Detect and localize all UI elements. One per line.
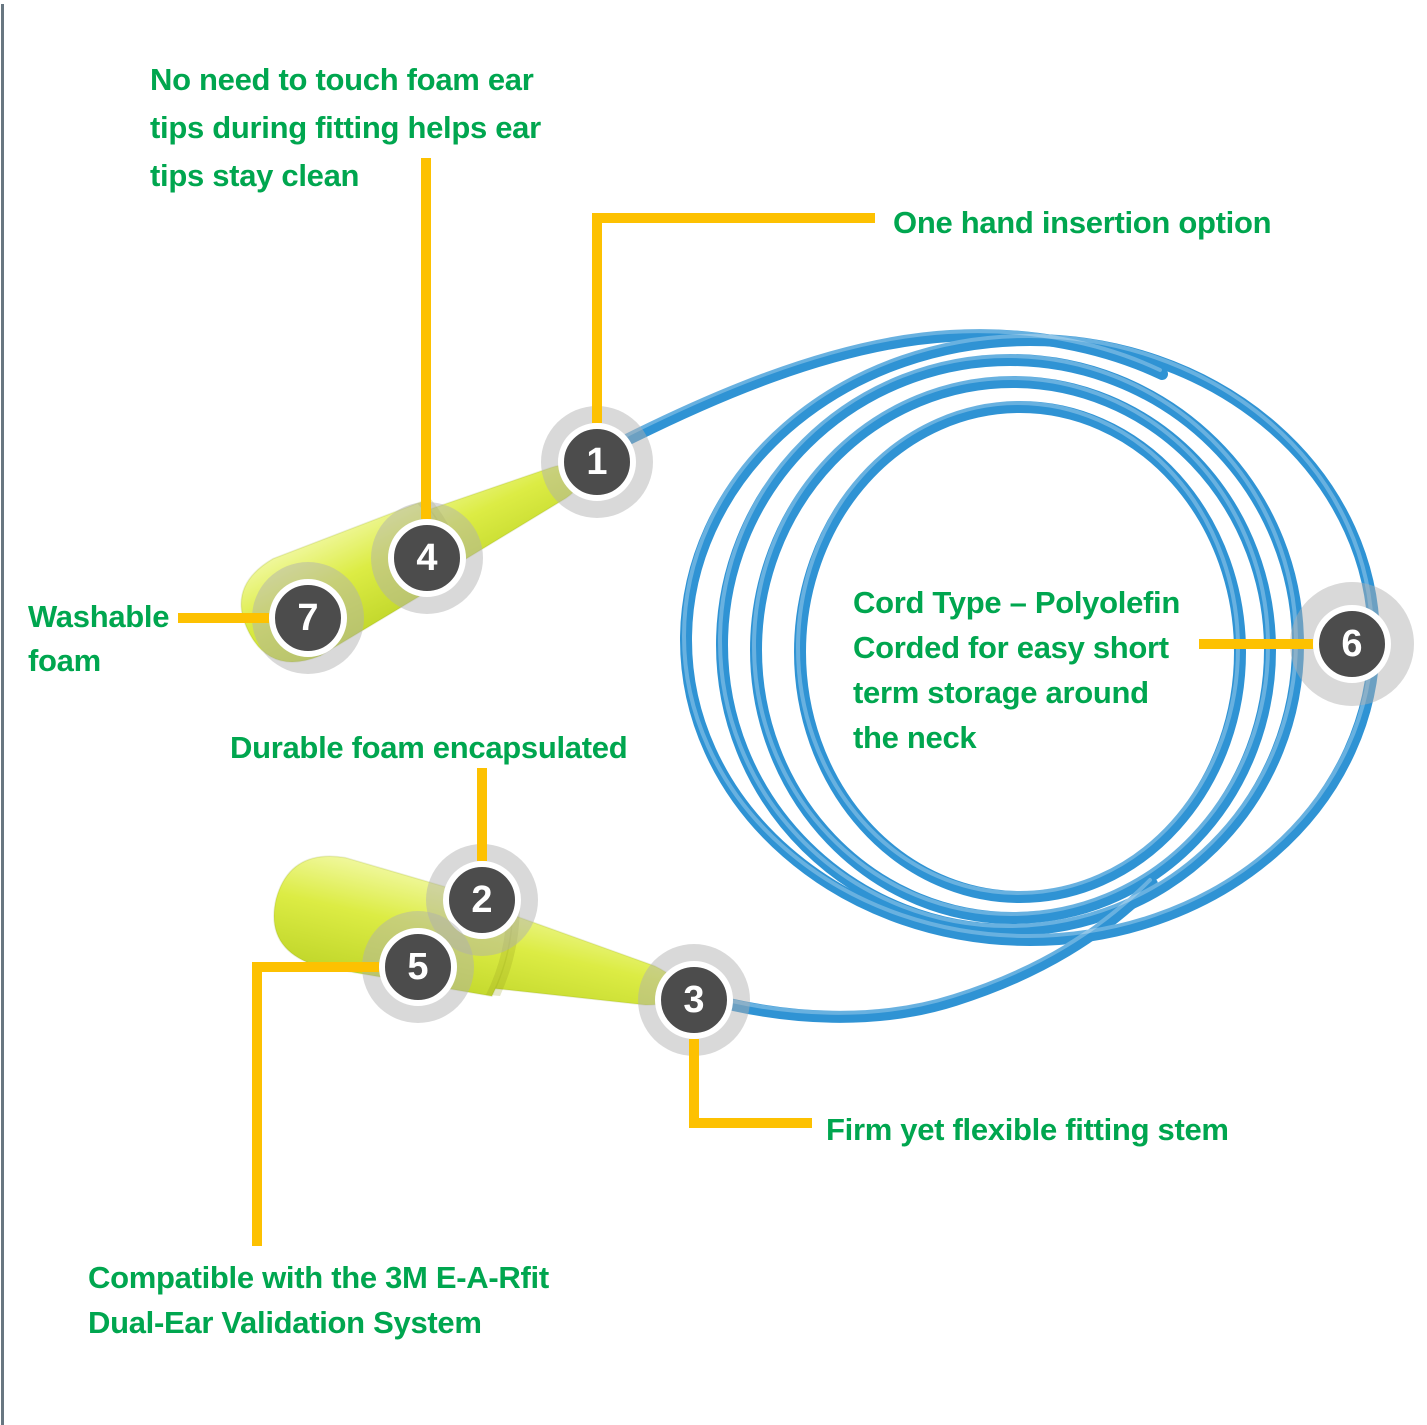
connector-marker-3-vertical [689, 1039, 699, 1128]
label-one-hand-insertion: One hand insertion option [893, 205, 1272, 240]
marker-6-badge: 6 [1313, 605, 1391, 683]
marker-7-number: 7 [297, 597, 319, 639]
marker-4-number: 4 [416, 537, 438, 579]
cord-exit-strand [692, 878, 1158, 1023]
connector-marker-7 [178, 613, 269, 623]
label-washable-foam: Washable foam [28, 599, 170, 678]
cord-loop-3 [750, 376, 1276, 924]
marker-1-number: 1 [586, 441, 608, 483]
marker-2: 2 [426, 844, 538, 956]
label-durable-foam: Durable foam encapsulated [230, 730, 628, 765]
connector-marker-1-vertical [592, 213, 602, 423]
label-cord-type: Cord Type – Polyolefin Corded for easy s… [853, 585, 1180, 755]
connector-marker-3-horizontal [689, 1118, 812, 1128]
cord-entry-strand [597, 329, 1168, 458]
marker-3-badge: 3 [655, 961, 733, 1039]
cord-highlight [599, 329, 1374, 1015]
marker-4-badge: 4 [388, 519, 466, 597]
marker-1-badge: 1 [558, 423, 636, 501]
marker-5-number: 5 [407, 946, 429, 988]
connector-marker-6 [1199, 639, 1313, 649]
connector-marker-2 [477, 768, 487, 861]
marker-1: 1 [541, 406, 653, 518]
marker-2-number: 2 [471, 879, 493, 921]
marker-3: 3 [638, 944, 750, 1056]
connector-marker-1-horizontal [592, 213, 875, 223]
connector-marker-5-horizontal [252, 962, 379, 972]
marker-4: 4 [371, 502, 483, 614]
marker-2-badge: 2 [443, 861, 521, 939]
marker-3-number: 3 [683, 979, 705, 1021]
cord-loop-inner [794, 401, 1246, 903]
marker-7: 7 [252, 562, 364, 674]
earplug-bottom-foam-shade [485, 905, 520, 996]
connector-marker-4 [421, 158, 431, 519]
label-firm-stem: Firm yet flexible fitting stem [826, 1112, 1229, 1147]
marker-5-badge: 5 [379, 928, 457, 1006]
marker-5: 5 [362, 911, 474, 1023]
label-earfit-compatible: Compatible with the 3M E-A-Rfit Dual-Ear… [88, 1260, 549, 1340]
label-no-touch-foam: No need to touch foam ear tips during fi… [150, 62, 541, 193]
left-border-line [1, 4, 4, 1425]
marker-7-badge: 7 [269, 579, 347, 657]
marker-6-number: 6 [1341, 623, 1363, 665]
connector-marker-5-vertical [252, 962, 262, 1246]
